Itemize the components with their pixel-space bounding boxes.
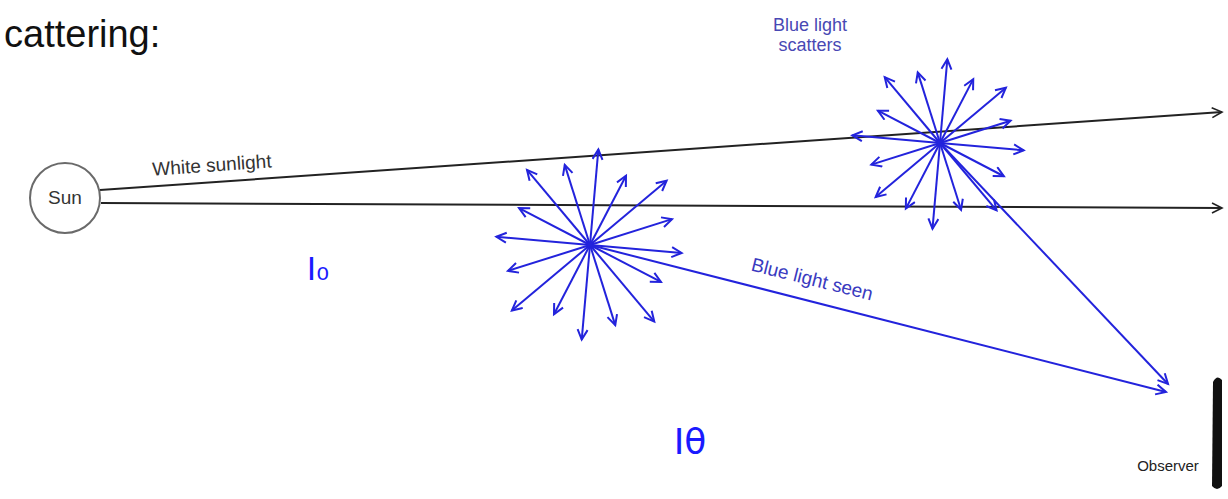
seen-ray xyxy=(590,245,1166,392)
scatter-ray xyxy=(940,121,1011,143)
scatter-ray xyxy=(590,245,615,325)
intensity-symbol: Iθ xyxy=(674,422,707,462)
scatter-ray xyxy=(590,245,654,322)
scatter-ray xyxy=(876,143,940,197)
sunlight-rays xyxy=(100,112,1222,208)
observer-figure xyxy=(1212,377,1222,489)
sunlight-ray xyxy=(100,112,1222,190)
heading: cattering: xyxy=(4,14,160,56)
scatter-bursts xyxy=(496,59,1023,339)
scatter-ray xyxy=(885,77,940,143)
node-label: Sun xyxy=(48,187,82,209)
observer-label: Observer xyxy=(1137,458,1199,475)
scatter-ray xyxy=(508,245,590,271)
seen-ray xyxy=(940,143,1168,384)
seen-label: Blue light seen xyxy=(749,255,875,305)
scatter-ray xyxy=(590,219,672,245)
scatter-ray xyxy=(527,170,590,245)
scatter-ray xyxy=(918,72,940,143)
scatter-ray xyxy=(871,143,940,165)
scatter-label: Blue light scatters xyxy=(760,16,860,56)
scatter-ray xyxy=(940,88,1006,143)
sun-circle: Sun xyxy=(29,162,101,234)
sunlight-label: White sunlight xyxy=(152,151,273,180)
sunlight-ray xyxy=(101,203,1222,208)
scatter-ray xyxy=(512,245,590,311)
intensity-symbol: I₀ xyxy=(307,252,329,287)
seen-rays xyxy=(590,143,1168,392)
scatter-ray xyxy=(565,165,590,245)
scatter-ray xyxy=(590,181,667,245)
